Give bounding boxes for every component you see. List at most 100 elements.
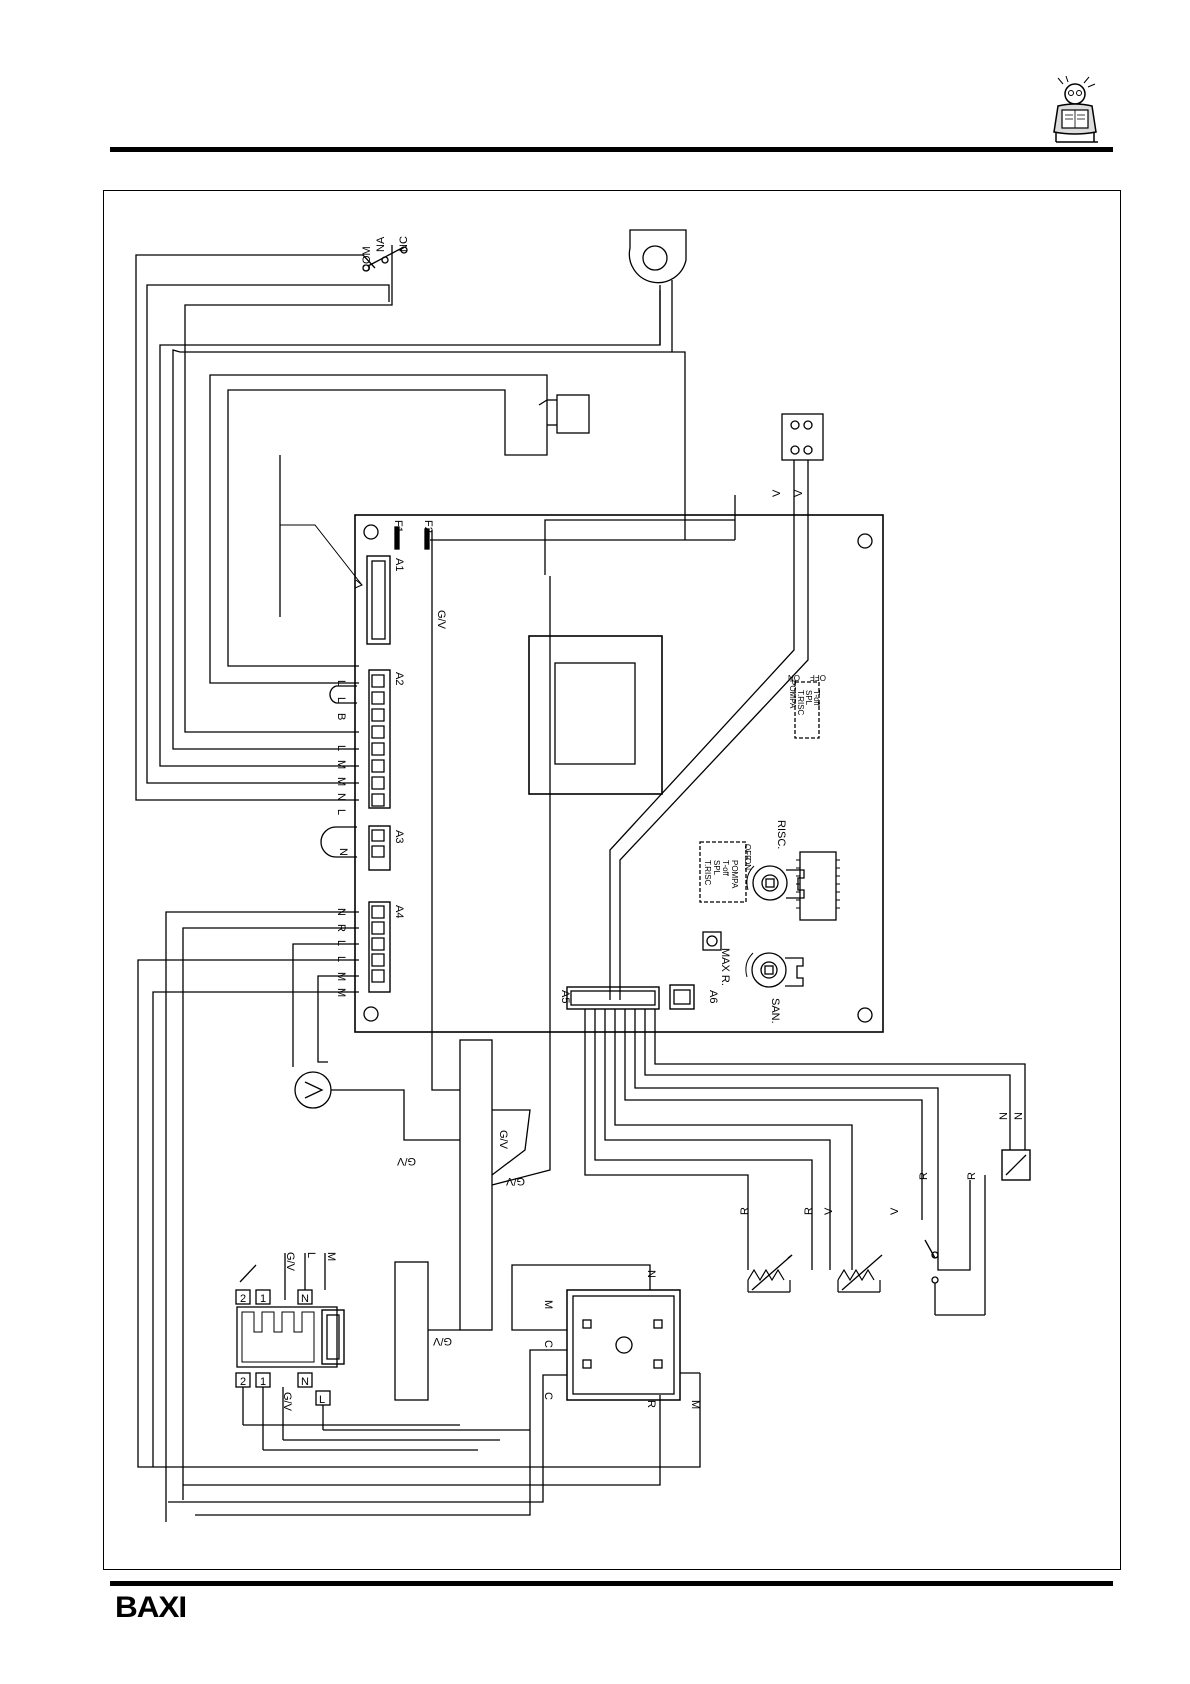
dip1-line-3: T-off bbox=[812, 690, 821, 707]
label-v-1: V bbox=[771, 489, 783, 497]
label-a3: A3 bbox=[393, 830, 405, 843]
pcb-board bbox=[354, 514, 884, 1033]
term-top-n: N bbox=[301, 1293, 309, 1305]
label-san: SAN. bbox=[769, 998, 781, 1024]
trimmer-max-r bbox=[702, 931, 722, 951]
dip2-line-2: SPL bbox=[712, 860, 721, 876]
dip1-line-1: T.RISC bbox=[796, 690, 805, 716]
term-bot-l: L bbox=[319, 1394, 325, 1406]
term-top-1: 1 bbox=[260, 1293, 266, 1305]
label-a4-m2: M bbox=[335, 988, 347, 997]
label-gv-1: G/V bbox=[435, 610, 447, 630]
label-ntc-r1: R bbox=[739, 1207, 751, 1215]
term-bot-2: 2 bbox=[240, 1376, 246, 1388]
dip2-line-1: T.RISC bbox=[703, 860, 712, 886]
label-a2-l4: L bbox=[335, 809, 347, 815]
term-bot-n: N bbox=[301, 1376, 309, 1388]
label-a2: A2 bbox=[393, 672, 405, 685]
label-ntc-v1: V bbox=[823, 1207, 835, 1215]
term-top-2: 2 bbox=[240, 1293, 246, 1305]
label-a2-m2: M bbox=[335, 777, 347, 786]
ntc-heating bbox=[747, 1268, 791, 1293]
connector-a6 bbox=[669, 984, 695, 1010]
dip2-line-3: T-off bbox=[721, 860, 730, 877]
label-coil-n1: N bbox=[998, 1112, 1010, 1120]
fuse-f1 bbox=[394, 526, 400, 550]
dip-block-1 bbox=[794, 681, 820, 739]
label-a2-n: N bbox=[335, 793, 347, 801]
label-f2: F2 bbox=[422, 520, 434, 533]
ntc-dhw bbox=[837, 1268, 881, 1293]
label-sw-r2: R bbox=[966, 1172, 978, 1180]
label-a4-n: N bbox=[335, 908, 347, 916]
label-a5: A5 bbox=[559, 990, 571, 1003]
ignition-block bbox=[236, 1306, 338, 1368]
label-ntc-r2: R bbox=[803, 1207, 815, 1215]
sensor-terminal-top bbox=[781, 413, 824, 461]
dip1-on: ON bbox=[788, 673, 800, 682]
relay-coil bbox=[1001, 1149, 1031, 1181]
label-a2-b: B bbox=[335, 713, 347, 720]
header-rule bbox=[110, 147, 1113, 152]
diagram-frame bbox=[103, 190, 1121, 1570]
label-ign-gv-bot: G/V bbox=[281, 1392, 293, 1412]
label-a4-l2: L bbox=[335, 956, 347, 962]
label-v-2: V bbox=[793, 489, 805, 497]
dip2-on: ON bbox=[743, 858, 752, 870]
dip2-line-4: POMPA bbox=[730, 860, 739, 889]
label-coil-n2: N bbox=[1013, 1112, 1025, 1120]
gas-valve bbox=[566, 1289, 681, 1401]
fan-motor bbox=[628, 229, 687, 284]
label-a4-m1: M bbox=[335, 972, 347, 981]
fuse-f2 bbox=[424, 528, 430, 550]
label-valve-c2: C bbox=[542, 1392, 554, 1400]
label-a6: A6 bbox=[707, 990, 719, 1003]
connector-a2 bbox=[368, 669, 391, 809]
pot-risc bbox=[752, 865, 788, 901]
label-max-r: MAX R. bbox=[719, 948, 731, 986]
dip-block-2 bbox=[699, 841, 747, 903]
label-a4-l1: L bbox=[335, 940, 347, 946]
transformer bbox=[528, 635, 663, 795]
dip1-line-4: POMPA bbox=[788, 680, 797, 709]
label-com: COM bbox=[361, 246, 373, 272]
label-gv-4: G/V bbox=[505, 1175, 525, 1187]
label-a4: A4 bbox=[393, 905, 405, 918]
label-valve-m: M bbox=[542, 1300, 554, 1309]
label-nc: NC bbox=[398, 236, 410, 252]
label-a2-l1: L bbox=[335, 680, 347, 686]
brand-logo: BAXI bbox=[115, 1591, 187, 1624]
label-ntc-v2: V bbox=[889, 1207, 901, 1215]
label-a4-r: R bbox=[335, 924, 347, 932]
label-f1: F1 bbox=[392, 520, 404, 533]
label-na: NA bbox=[375, 236, 387, 252]
label-ign-gv-top: G/V bbox=[284, 1252, 296, 1272]
label-a2-l3: L bbox=[335, 745, 347, 751]
pot-san bbox=[751, 952, 787, 988]
connector-a1 bbox=[366, 555, 391, 645]
connector-a5 bbox=[566, 986, 660, 1010]
earth-bar bbox=[459, 1039, 493, 1331]
label-valve-c1: C bbox=[542, 1340, 554, 1348]
ic-chip bbox=[799, 851, 837, 921]
label-a2-m1: M bbox=[335, 760, 347, 769]
label-a3-n: N bbox=[337, 848, 349, 856]
label-gv-2: G/V bbox=[396, 1155, 416, 1167]
label-gv-5: G/V bbox=[432, 1335, 452, 1347]
reading-man-icon bbox=[1053, 76, 1098, 143]
label-a2-l2: L bbox=[335, 697, 347, 703]
label-sw-r1: R bbox=[918, 1172, 930, 1180]
term-bot-1: 1 bbox=[260, 1376, 266, 1388]
label-valve-n: N bbox=[645, 1270, 657, 1278]
label-a1: A1 bbox=[393, 558, 405, 571]
label-gv-3: G/V bbox=[497, 1130, 509, 1150]
connector-a3 bbox=[368, 825, 391, 871]
label-ign-l-top: L bbox=[305, 1252, 317, 1258]
label-valve-r: R bbox=[645, 1400, 657, 1408]
pump-icon bbox=[294, 1071, 332, 1109]
label-ign-m-top: M bbox=[325, 1252, 337, 1261]
label-risc: RISC. bbox=[775, 820, 787, 849]
dip1-line-2: SPL bbox=[804, 690, 813, 706]
footer-rule bbox=[110, 1581, 1113, 1586]
